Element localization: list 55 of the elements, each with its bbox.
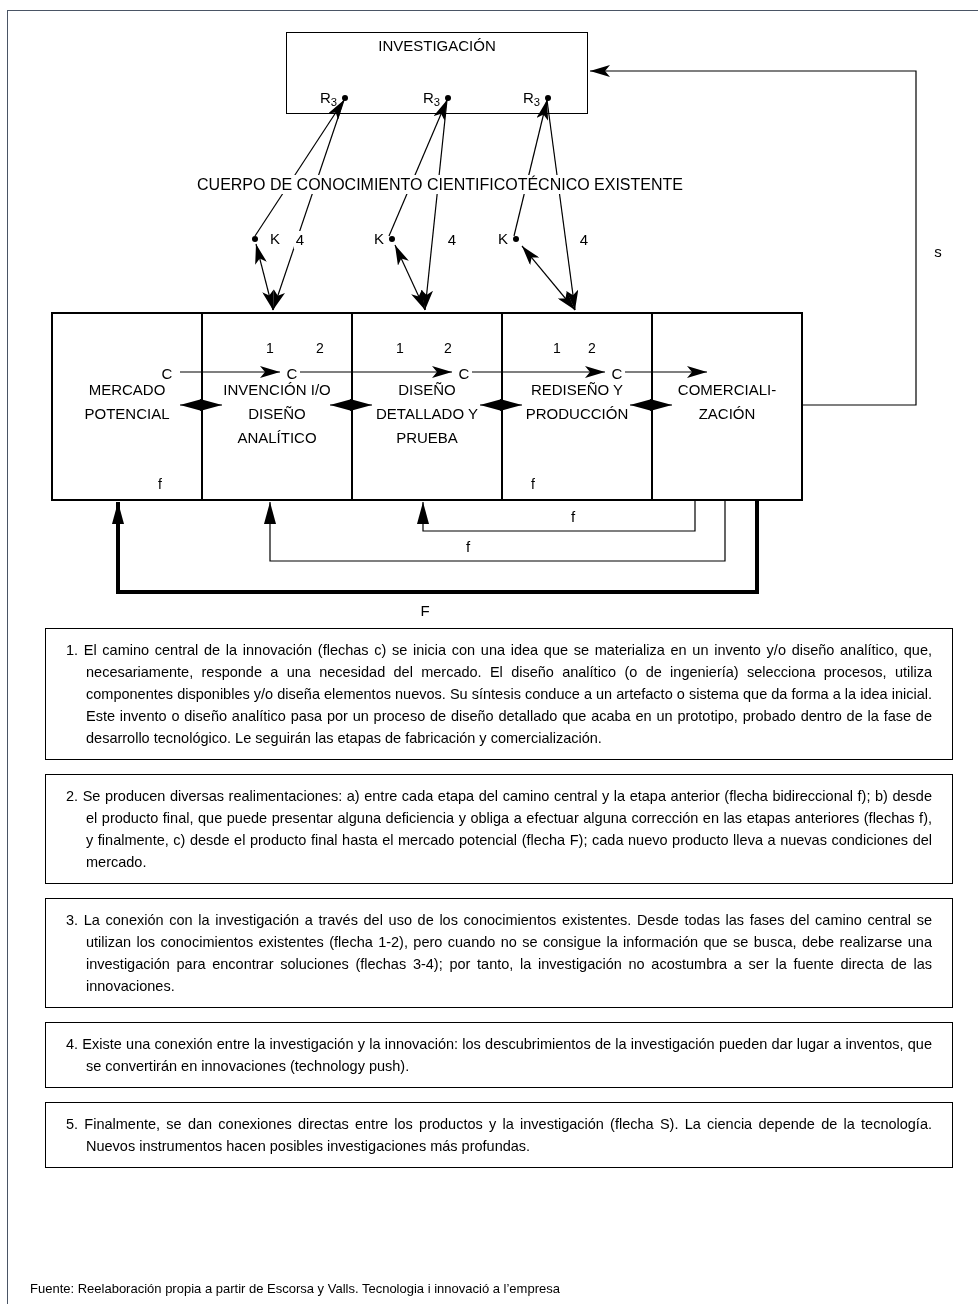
note-text: 5. Finalmente, se dan conexiones directas entre los productos y la investigación (flecha S). La ciencia depende de la tecnología. Nuevos instrumentos hacen posibles investigaciones más profundas. bbox=[66, 1115, 932, 1156]
arrow bbox=[624, 366, 708, 378]
research-box bbox=[286, 32, 588, 114]
arrow bbox=[179, 366, 281, 378]
edge-label: 4 bbox=[293, 231, 307, 249]
arrow bbox=[421, 99, 448, 311]
point-label: R$_{3}$ bbox=[319, 89, 337, 107]
flow-label: 1 bbox=[266, 339, 274, 357]
flow-label: 2 bbox=[588, 339, 596, 357]
stage-box bbox=[351, 312, 503, 501]
point-label: R$_{3}$ bbox=[522, 89, 540, 107]
double-arrow bbox=[179, 399, 223, 411]
source-note: Fuente: Reelaboración propia a partir de Escorsa y Valls. Tecnologia i innovació a l’empresa bbox=[30, 1281, 560, 1297]
note-text: 3. La conexión con la investigación a través del uso de los conocimientos existentes. Desde todas las fases del camino central se utilizan los conocimientos existentes (flecha 1-2), pero cuando no se consigue la información que se busca, debe realizarse una investigación para encontrar soluciones (flechas 3-4); por tanto, la investigación no acostumbra a ser la fuente directa de las innovaciones. bbox=[66, 911, 932, 996]
arrow bbox=[546, 99, 579, 311]
arrow bbox=[388, 99, 448, 237]
flow-label: 1 bbox=[396, 339, 404, 357]
note-box bbox=[45, 628, 953, 760]
stage-box bbox=[51, 312, 203, 501]
double-arrow bbox=[329, 399, 373, 411]
arrow bbox=[471, 366, 606, 378]
double-arrow bbox=[264, 500, 726, 562]
stage-label: COMERCIALI-ZACIÓN bbox=[676, 380, 778, 424]
note-box bbox=[45, 774, 953, 884]
stage-box bbox=[201, 312, 353, 501]
arrow bbox=[272, 99, 345, 311]
point-label: R$_{3}$ bbox=[422, 89, 440, 107]
double-arrow bbox=[629, 399, 673, 411]
flow-label: f bbox=[158, 475, 162, 493]
arrow bbox=[299, 366, 453, 378]
arrow bbox=[513, 99, 549, 237]
double-arrow bbox=[394, 244, 426, 311]
double-arrow bbox=[255, 243, 274, 311]
note-text: 4. Existe una conexión entre la investigación y la innovación: los descubrimientos de la investigación pueden dar lugar a inventos, que se convertirán en innovaciones (technology push). bbox=[66, 1035, 932, 1076]
stage-box bbox=[501, 312, 653, 501]
note-box bbox=[45, 898, 953, 1008]
stage-label: INVENCIÓN I/O DISEÑO ANALÍTICO bbox=[222, 380, 332, 448]
point-label: K bbox=[270, 230, 280, 248]
note-box bbox=[45, 1022, 953, 1088]
note-text: 1. El camino central de la innovación (flechas c) se inicia con una idea que se materializa en un invento y/o diseño analítico, que, necesariamente, responde a una necesidad del mercado. El diseño analítico (o de ingeniería) selecciona procesos, utiliza componentes disponibles y/o diseña elementos nuevos. Su síntesis conduce a un artefacto o sistema que da forma a la idea inicial. Este invento o diseño analítico pasa por un proceso de diseño detallado que acaba en un prototipo, probado dentro de la fase de desarrollo tecnológico. Le seguirán las etapas de fabricación y comercialización. bbox=[66, 641, 932, 748]
flow-label: 2 bbox=[444, 339, 452, 357]
stage-box bbox=[651, 312, 803, 501]
note-text: 2. Se producen diversas realimentaciones: a) entre cada etapa del camino central y la etapa anterior (flecha bidireccional f); b) desde el producto final, que puede presentar alguna deficiencia y obliga a efectuar alguna corrección en las etapas anteriores (flechas f), y finalmente, c) desde el producto final hasta el mercado potencial (flecha F); cada nuevo producto lleva a nuevas condiciones del mercado. bbox=[66, 787, 932, 872]
arrow bbox=[589, 65, 917, 406]
box-title: INVESTIGACIÓN bbox=[378, 37, 496, 55]
point-label: K bbox=[498, 230, 508, 248]
flow-label: f bbox=[531, 475, 535, 493]
flow-label: 2 bbox=[316, 339, 324, 357]
double-arrow bbox=[417, 500, 696, 532]
flow-label: 1 bbox=[553, 339, 561, 357]
note-box bbox=[45, 1102, 953, 1168]
double-arrow bbox=[112, 501, 759, 594]
double-arrow bbox=[479, 399, 523, 411]
point-label: K bbox=[374, 230, 384, 248]
double-arrow bbox=[521, 245, 576, 311]
